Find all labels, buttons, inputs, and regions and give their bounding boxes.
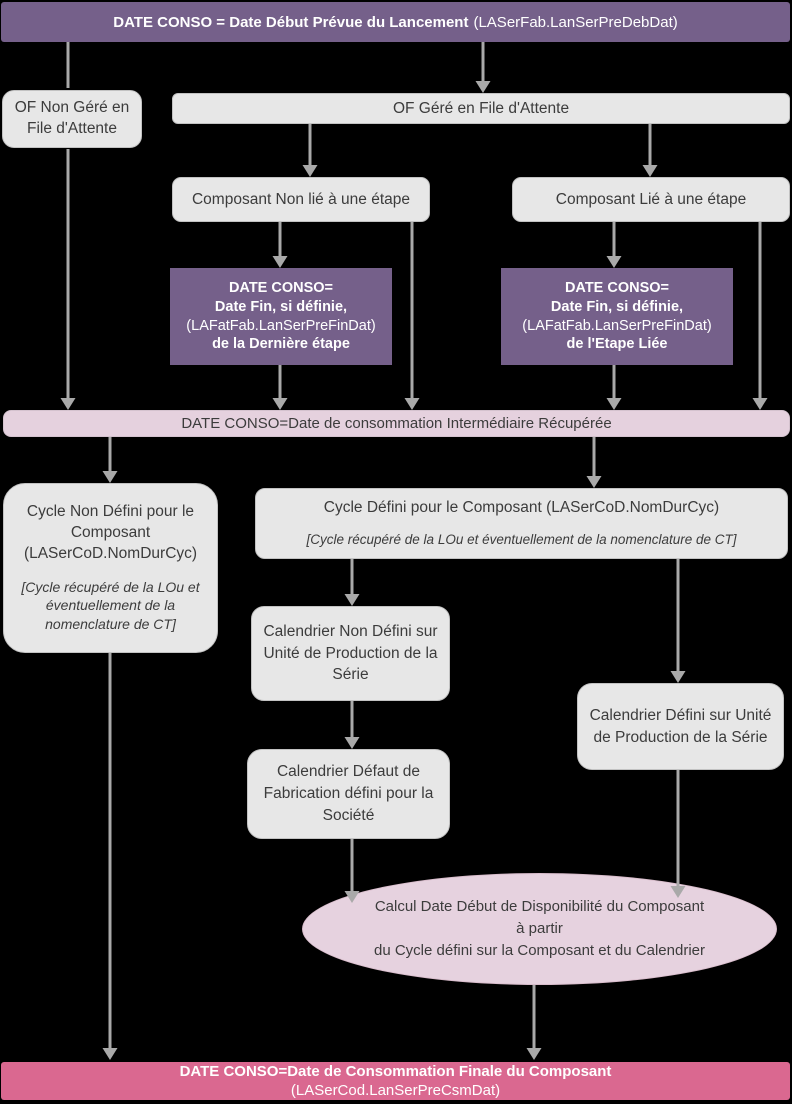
node-label: OF Non Géré en File d'Attente xyxy=(14,99,130,137)
node-date-fin-derniere-etape: DATE CONSO= Date Fin, si définie, (LAFat… xyxy=(170,268,392,365)
node-calendrier-defini: Calendrier Défini sur Unité de Productio… xyxy=(577,683,784,770)
node-line: Date Fin, si définie, xyxy=(550,298,684,315)
node-date-conso-debut: DATE CONSO = Date Début Prévue du Lancem… xyxy=(1,2,790,42)
node-cycle-defini: Cycle Défini pour le Composant (LASerCoD… xyxy=(255,488,788,559)
node-line: de la Dernière étape xyxy=(212,336,350,353)
node-title: DATE CONSO = Date Début Prévue du Lancem… xyxy=(113,13,469,31)
node-field-ref: (LASerFab.LanSerPreDebDat) xyxy=(473,13,678,31)
node-date-fin-etape-liee: DATE CONSO= Date Fin, si définie, (LAFat… xyxy=(501,268,733,365)
node-line: DATE CONSO= xyxy=(564,279,670,296)
node-composant-lie: Composant Lié à une étape xyxy=(512,177,790,222)
node-conso-intermediaire: DATE CONSO=Date de consommation Interméd… xyxy=(3,410,790,437)
node-line: Calcul Date Début de Disponibilité du Co… xyxy=(374,898,705,916)
node-line: du Cycle défini sur la Composant et du C… xyxy=(373,941,705,959)
node-label: Calendrier Non Défini sur Unité de Produ… xyxy=(263,622,438,684)
node-note: [Cycle récupéré de la LOu et éventuellem… xyxy=(21,578,200,633)
node-line: Date Fin, si définie, xyxy=(214,298,348,315)
node-title: DATE CONSO=Date de Consommation Finale d… xyxy=(179,1062,612,1080)
node-field-ref: (LASerCod.LanSerPreCsmDat) xyxy=(290,1082,501,1099)
node-line: DATE CONSO= xyxy=(228,279,334,296)
node-line: à partir xyxy=(516,920,563,938)
node-label: OF Géré en File d'Attente xyxy=(392,99,570,117)
node-note: [Cycle récupéré de la LOu et éventuellem… xyxy=(306,532,737,548)
node-calendrier-non-defini: Calendrier Non Défini sur Unité de Produ… xyxy=(251,606,450,701)
node-label: Composant Lié à une étape xyxy=(555,190,747,208)
node-field-ref: (LAFatFab.LanSerPreFinDat) xyxy=(522,317,712,334)
node-label: DATE CONSO=Date de consommation Interméd… xyxy=(181,415,612,432)
node-conso-finale: DATE CONSO=Date de Consommation Finale d… xyxy=(1,1062,790,1100)
node-composant-non-lie: Composant Non lié à une étape xyxy=(172,177,430,222)
node-label: Composant Non lié à une étape xyxy=(191,190,410,208)
node-calendrier-defaut: Calendrier Défaut de Fabrication défini … xyxy=(247,749,450,839)
node-label: Calendrier Défini sur Unité de Productio… xyxy=(589,706,772,746)
node-calcul-disponibilite: Calcul Date Début de Disponibilité du Co… xyxy=(302,873,777,985)
node-label: Cycle Défini pour le Composant (LASerCoD… xyxy=(323,499,720,517)
node-of-gere: OF Géré en File d'Attente xyxy=(172,93,790,124)
node-line: de l'Etape Liée xyxy=(566,336,668,353)
node-label: Calendrier Défaut de Fabrication défini … xyxy=(263,763,434,824)
node-of-non-gere: OF Non Géré en File d'Attente xyxy=(2,90,142,148)
node-field-ref: (LAFatFab.LanSerPreFinDat) xyxy=(186,317,376,334)
node-cycle-non-defini: Cycle Non Défini pour le Composant (LASe… xyxy=(3,483,218,653)
node-label: Cycle Non Défini pour le Composant (LASe… xyxy=(23,502,198,562)
